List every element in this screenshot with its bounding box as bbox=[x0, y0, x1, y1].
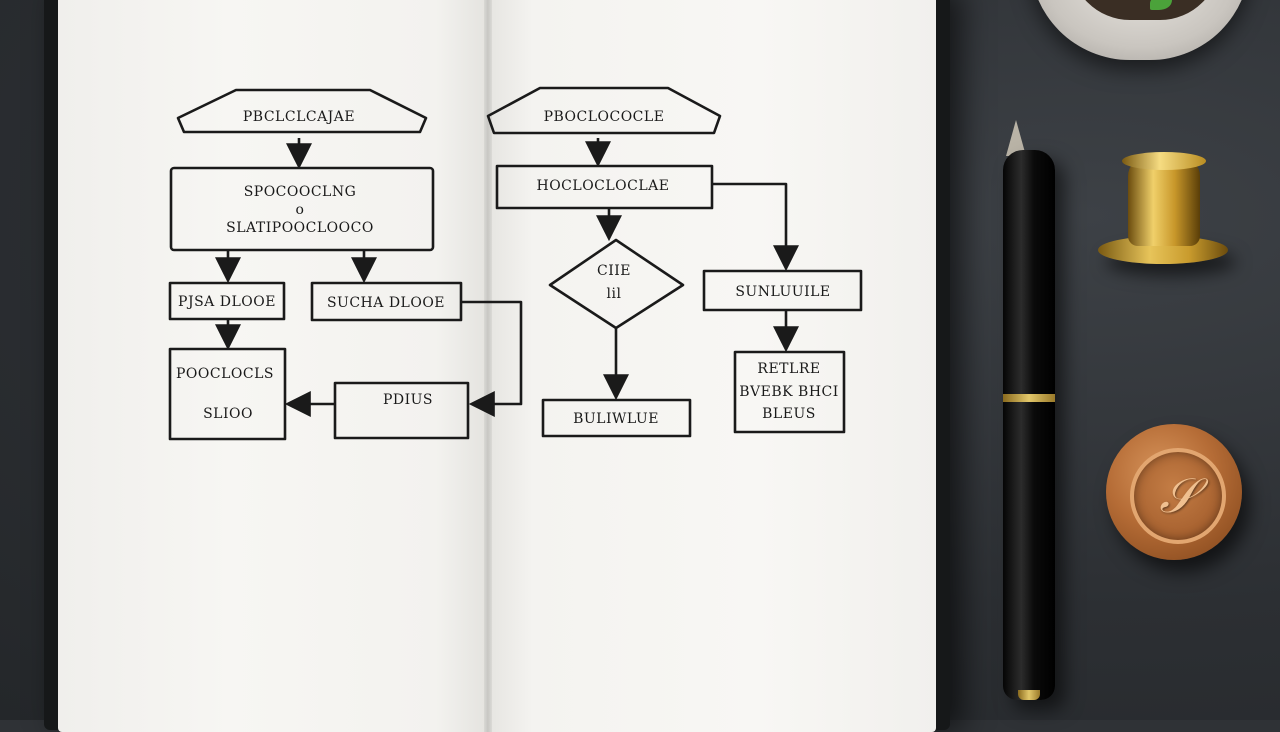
left-process-label-3: SLATIPOOCLOOCO bbox=[226, 220, 374, 236]
fountain-pen bbox=[1003, 150, 1055, 700]
left-merge-box bbox=[333, 381, 470, 440]
left-start-shape bbox=[176, 88, 428, 134]
right-decision-label-1: CIIE bbox=[597, 263, 631, 279]
right-side-label: SUNLUUILE bbox=[735, 284, 830, 300]
wax-seal-ring bbox=[1130, 448, 1226, 544]
right-end-label: BULIWLUE bbox=[573, 411, 659, 427]
right-start-shape bbox=[486, 86, 722, 135]
pen-gold-ring bbox=[1003, 394, 1055, 402]
left-branch-a-label: PJSA DLOOE bbox=[178, 294, 276, 310]
wax-stamp-handle bbox=[1128, 158, 1200, 246]
right-start-label: PBOCLOCOCLE bbox=[544, 109, 665, 125]
left-start-label: PBCLCLCAJAE bbox=[243, 109, 355, 125]
notebook-page-right bbox=[488, 0, 936, 732]
left-result-label-1: POOCLOCLS bbox=[176, 366, 274, 382]
plant-leaf bbox=[1150, 0, 1172, 10]
arrow-b-to-merge bbox=[461, 300, 523, 417]
wax-stamp-top bbox=[1122, 152, 1206, 170]
right-note-label-3: BLEUS bbox=[762, 406, 816, 422]
wax-seal-monogram-icon: 𝒮 bbox=[1159, 467, 1197, 524]
left-branch-b-label: SUCHA DLOOE bbox=[327, 295, 445, 311]
right-note-label-2: BVEBK BHCI bbox=[739, 384, 839, 400]
plant-soil bbox=[1070, 0, 1220, 20]
left-process-label-2: o bbox=[296, 202, 305, 218]
hand-drawn-flowchart: PBCLCLCAJAE SPOCOOCLNG o SLATIPOOCLOOCO … bbox=[168, 86, 839, 441]
arrow-process-to-side bbox=[712, 182, 799, 272]
left-process-label-1: SPOCOOCLNG bbox=[244, 184, 357, 200]
right-decision-label-2: lil bbox=[607, 286, 622, 302]
right-decision-diamond bbox=[548, 238, 685, 330]
left-result-box bbox=[168, 347, 287, 441]
right-process-label: HOCLOCLOCLAE bbox=[537, 178, 670, 194]
notebook-page-left bbox=[58, 0, 488, 732]
left-result-label-2: SLIOO bbox=[203, 406, 253, 422]
pen-nib bbox=[1006, 120, 1026, 156]
pen-gold-end bbox=[1018, 690, 1040, 700]
left-merge-label: PDIUS bbox=[383, 392, 433, 408]
notebook-gutter bbox=[484, 0, 492, 732]
right-note-label-1: RETLRE bbox=[757, 361, 820, 377]
